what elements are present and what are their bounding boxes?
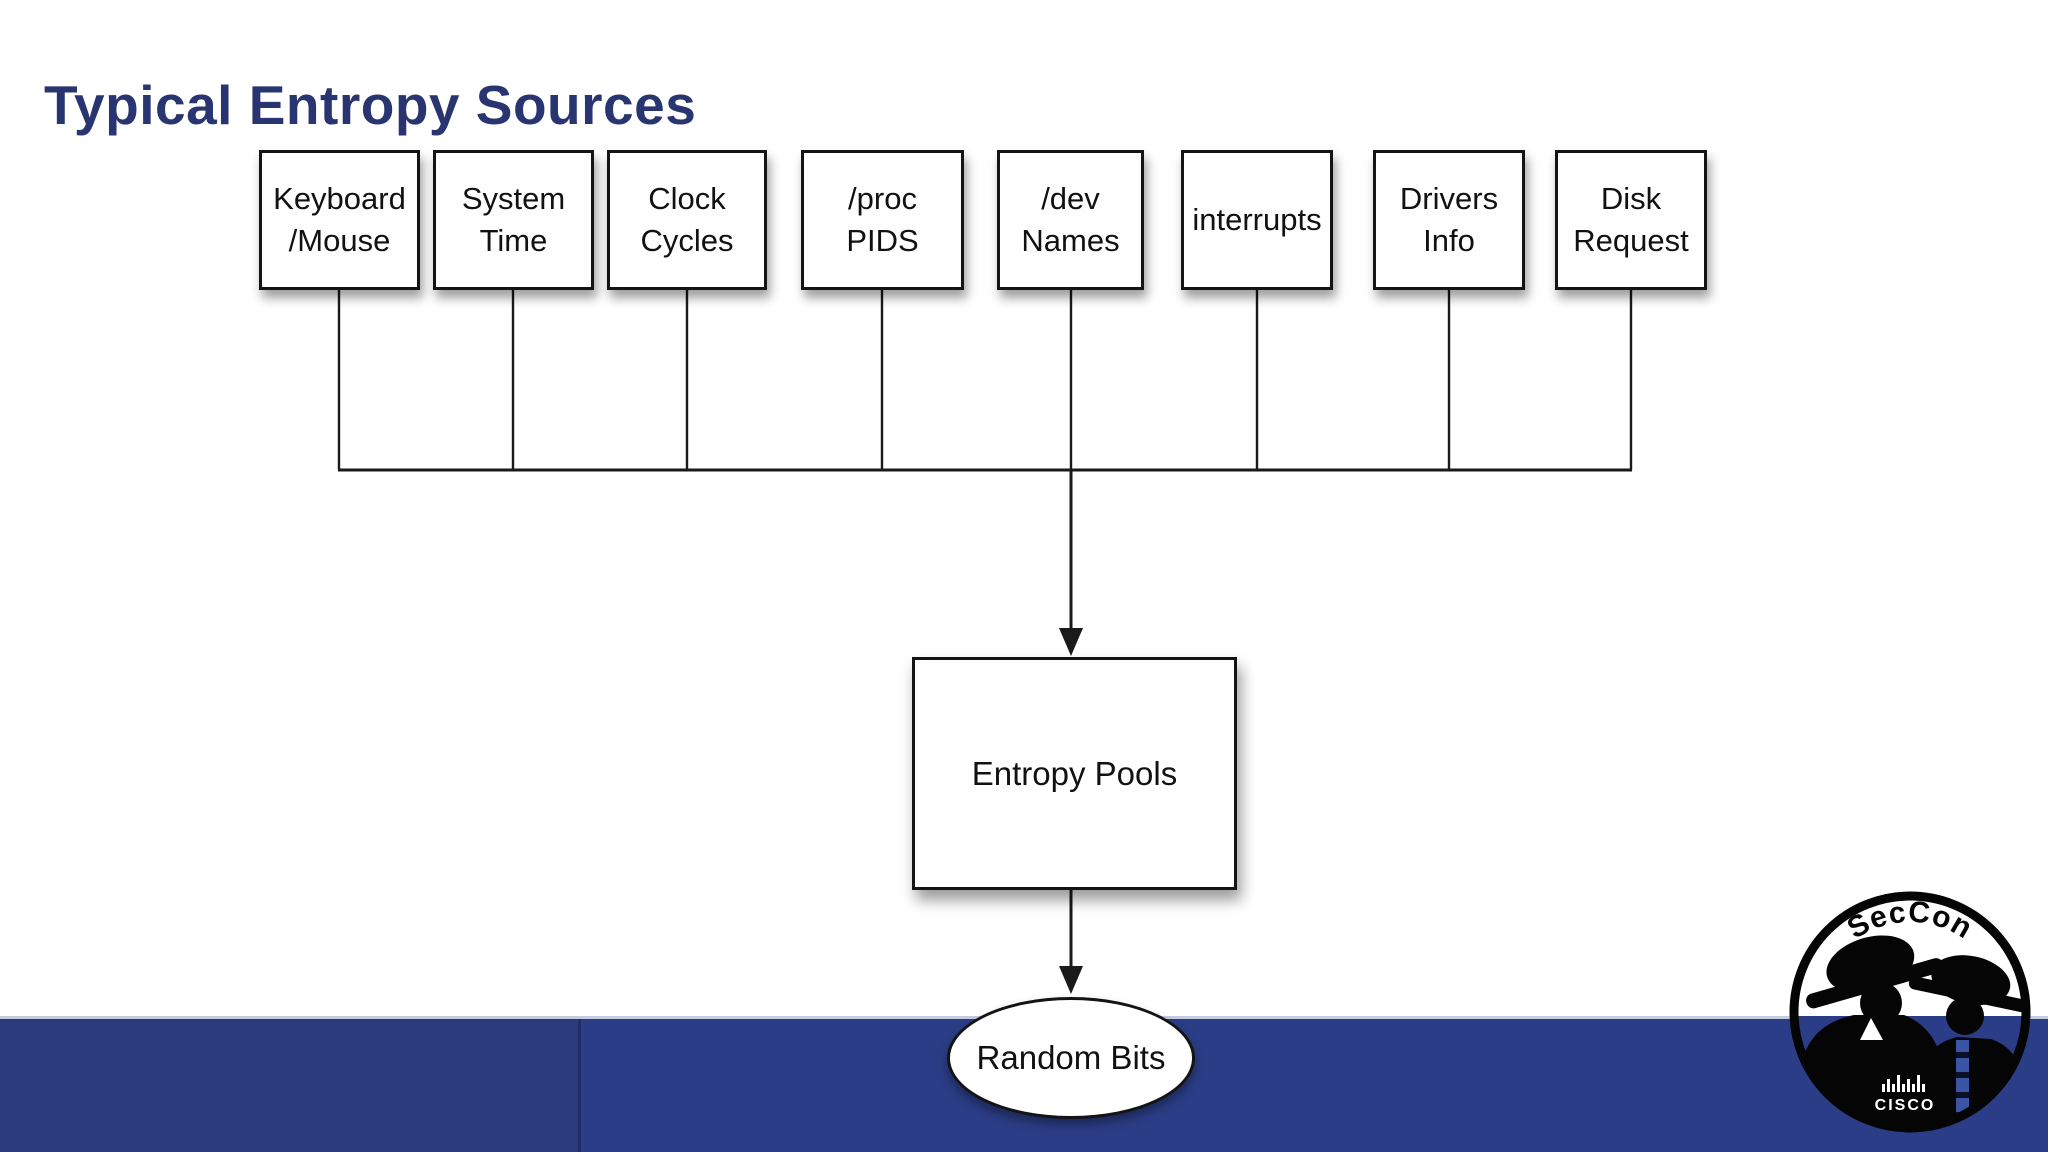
spy-tie	[1956, 1040, 1969, 1124]
node-label: Disk	[1600, 181, 1662, 217]
node-label: /Mouse	[288, 223, 391, 258]
cisco-bars-icon	[1882, 1075, 1925, 1092]
node-label: Keyboard	[273, 181, 406, 217]
spy-collar	[1860, 1018, 1883, 1040]
node-label: /proc	[848, 181, 917, 217]
footer-bar-left-panel	[0, 1019, 581, 1152]
cisco-wordmark: CISCO	[1875, 1075, 1936, 1114]
cisco-text: CISCO	[1875, 1097, 1936, 1114]
node-label: Names	[1021, 223, 1120, 258]
arrowhead-icon	[1059, 628, 1083, 656]
node-label: Request	[1573, 223, 1689, 258]
source-drop-lines	[337, 287, 1633, 470]
node-label: Cycles	[640, 223, 734, 258]
node-random-bits: Random Bits	[947, 997, 1195, 1119]
node-label: /dev	[1041, 181, 1100, 217]
node-label: interrupts	[1192, 202, 1322, 238]
node-label: System	[461, 181, 566, 217]
node-keyboard-mouse: Keyboard/Mouse	[259, 150, 420, 290]
arrow-bus-to-pool	[1059, 470, 1083, 656]
node-label: Random Bits	[976, 1039, 1166, 1076]
node-label: Entropy Pools	[971, 754, 1178, 792]
node-label: Time	[479, 223, 548, 258]
node-label: Drivers	[1399, 181, 1499, 217]
node-label: Clock	[648, 181, 726, 217]
slide-title: Typical Entropy Sources	[44, 74, 697, 136]
seccon-logo: CISCO SecCon	[1789, 891, 2031, 1133]
arrowhead-icon	[1059, 966, 1083, 994]
node-interrupts: interrupts	[1181, 150, 1333, 290]
node-entropy-pools: Entropy Pools	[912, 657, 1237, 890]
node-label: PIDS	[846, 223, 919, 258]
arrow-pool-to-output	[1059, 887, 1083, 994]
node-label: Info	[1423, 223, 1475, 258]
logo-ring	[1789, 891, 2031, 1133]
